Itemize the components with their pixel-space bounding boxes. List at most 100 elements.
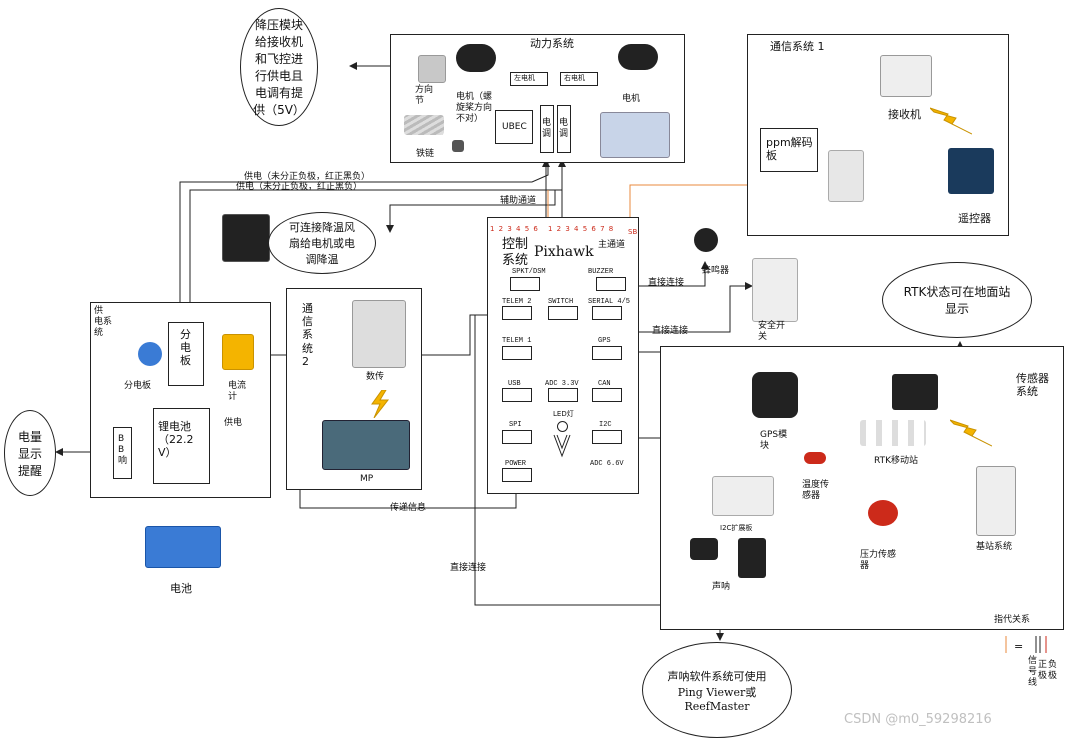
battery-photo [145, 526, 221, 568]
chain-label: 铁链 [416, 149, 435, 159]
left-motor-box [510, 72, 548, 86]
port-telem2-label: TELEM 2 [502, 298, 532, 306]
port-serial45[interactable] [592, 306, 622, 320]
buzzer-label: 蜂鸣器 [702, 266, 730, 276]
port-gps-label: GPS [598, 337, 611, 345]
aux-channel-label: 辅助通道 [500, 196, 537, 206]
port-telem1-label: TELEM 1 [502, 337, 532, 345]
port-switch-label: SWITCH [548, 298, 574, 306]
port-buzzer[interactable] [596, 277, 626, 291]
rtk-photo [892, 374, 938, 410]
sensor-system-title: 传感器 系统 [1016, 372, 1049, 399]
ppm-decoder-label: ppm解码 板 [766, 136, 813, 163]
bb-alarm-box [113, 427, 132, 479]
receiver-photo [880, 55, 932, 97]
watermark: CSDN @m0_59298216 [844, 712, 992, 727]
buzzer-direct-label: 直接连接 [648, 278, 685, 288]
right-pins: SB [628, 228, 638, 236]
port-telem2[interactable] [502, 306, 532, 320]
esc-right-label: 电 调 [559, 118, 569, 139]
low-battery-text: 电量 显示 提醒 [17, 429, 42, 478]
port-gps[interactable] [592, 346, 622, 360]
dir-node-label: 方向 节 [415, 85, 434, 106]
fan-photo [222, 214, 270, 262]
distributor-photo-label: 分电板 [124, 381, 152, 391]
battery-pack-box [153, 408, 210, 484]
legend-eq: = [1014, 640, 1024, 653]
pixhawk-name: Pixhawk [534, 244, 594, 260]
port-i2c-label: I2C [599, 421, 612, 429]
sonar-software-note: 声呐软件系统可使用 Ping Viewer或 ReefMaster [642, 642, 792, 738]
switch-direct-label: 直接连接 [652, 326, 689, 336]
buzzer-photo [694, 228, 718, 252]
power-supply-title: 供 电系 统 [94, 306, 113, 338]
motor-photo-2 [618, 44, 658, 70]
sonar-software-text: 声呐软件系统可使用 Ping Viewer或 ReefMaster [667, 669, 767, 713]
port-spkt-dsm-label: SPKT/DSM [512, 268, 546, 276]
pressure-sensor-label: 压力传感 器 [860, 550, 897, 571]
motor-note: 电机（螺 旋桨方向 不对） [456, 92, 493, 124]
radio-wireless-icon [371, 390, 390, 418]
right-motor-label: 右电机 [564, 74, 585, 82]
mp-label: MP [360, 474, 374, 484]
esc-right-box [557, 105, 571, 153]
legend-positive: 正 极 [1038, 660, 1048, 681]
radio-label: 数传 [366, 372, 385, 382]
port-usb[interactable] [502, 388, 532, 402]
port-telem1[interactable] [502, 346, 532, 360]
distributor-photo [138, 342, 162, 366]
ppm-decoder-box [760, 128, 818, 172]
base-station-photo [976, 466, 1016, 536]
current-meter-photo [222, 334, 254, 370]
aux-pins: 1 2 3 4 5 6 [490, 225, 539, 233]
port-spi-label: SPI [509, 421, 522, 429]
comm2-title: 通 信 系 统 2 [302, 302, 313, 368]
power-system-title: 动力系统 [530, 37, 574, 50]
safety-switch-label: 安全开 关 [758, 321, 786, 342]
power-line-label-2: 供电（未分正负极，红正黑负） [236, 182, 363, 192]
port-buzzer-label: BUZZER [588, 268, 614, 276]
rtk-antennas-photo [860, 420, 926, 446]
port-spi[interactable] [502, 430, 532, 444]
bb-alarm-label: B B 响 [118, 434, 128, 466]
port-adc33[interactable] [548, 388, 578, 402]
sonar-board-photo [738, 538, 766, 578]
remote-label: 遥控器 [958, 212, 991, 225]
port-power[interactable] [502, 468, 532, 482]
radio-photo [352, 300, 406, 368]
rtk-note-text: RTK状态可在地面站 显示 [903, 285, 1011, 316]
left-motor-label: 左电机 [514, 74, 535, 82]
send-info-label: 传递信息 [390, 503, 427, 513]
chain-part-photo [452, 140, 464, 152]
esc-left-label: 电 调 [542, 118, 552, 139]
step-down-text: 降压模块 给接收机 和飞控进 行供电且 电调有提 供（5V） [253, 18, 305, 117]
port-spkt-dsm[interactable] [510, 277, 540, 291]
motor-photo-1 [456, 44, 496, 72]
port-serial45-label: SERIAL 4/5 [588, 298, 631, 306]
fan-note-text: 可连接降温风 扇给电机或电 调降温 [289, 221, 355, 266]
esc-photo [600, 112, 670, 158]
chain-photo [404, 115, 444, 135]
pressure-sensor-photo [868, 500, 898, 526]
rtk-mobile-label: RTK移动站 [874, 456, 918, 466]
distributor-box [168, 322, 204, 386]
gps-photo [752, 372, 798, 418]
port-usb-label: USB [508, 380, 521, 388]
sonar-label: 声呐 [712, 582, 731, 592]
i2c-board-label: I2C扩展板 [720, 524, 753, 532]
sonar-direct-label: 直接连接 [450, 563, 487, 573]
distributor-label: 分 电 板 [180, 328, 191, 368]
port-adc33-label: ADC 3.3V [545, 380, 579, 388]
legend-negative: 负 极 [1048, 660, 1058, 681]
motor-label: 电机 [622, 94, 641, 104]
safety-switch-photo [752, 258, 798, 322]
low-battery-note: 电量 显示 提醒 [4, 410, 56, 496]
remote-photo [948, 148, 994, 194]
port-i2c[interactable] [592, 430, 622, 444]
port-switch[interactable] [548, 306, 578, 320]
mp-screenshot [322, 420, 410, 470]
led-label: LED灯 [553, 410, 574, 418]
comm1-title: 通信系统 1 [770, 40, 825, 53]
port-can[interactable] [592, 388, 622, 402]
